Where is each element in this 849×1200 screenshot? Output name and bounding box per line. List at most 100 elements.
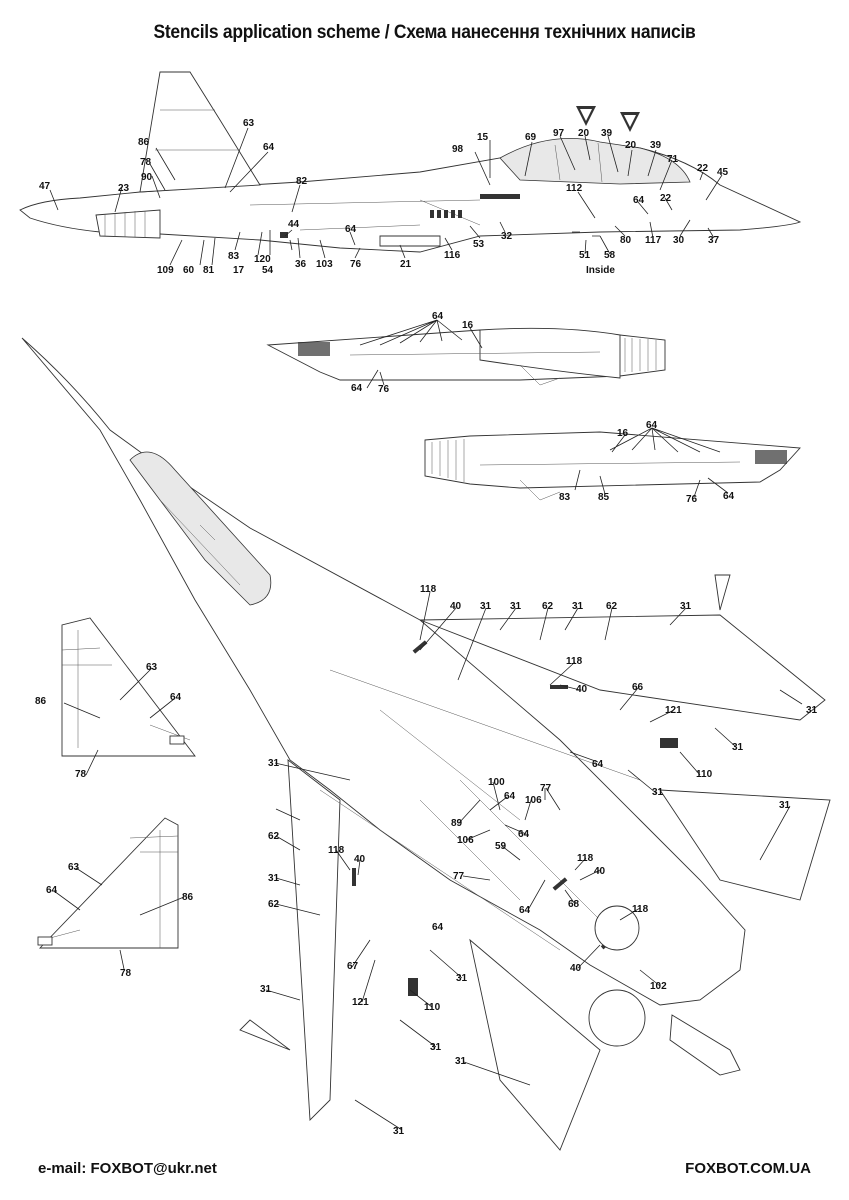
callout-98: 98 [452, 144, 464, 155]
callout-112: 112 [566, 183, 583, 194]
callout-106-a: 106 [525, 795, 542, 806]
callout-31-h: 31 [268, 758, 280, 769]
callout-71: 71 [667, 154, 679, 165]
callout-leader-lines [49, 127, 803, 1131]
callout-30: 30 [673, 235, 685, 246]
callout-16-nacelle-l: 16 [462, 320, 474, 331]
callout-63: 63 [243, 118, 255, 129]
callout-102: 102 [650, 981, 667, 992]
callout-31-k: 31 [456, 973, 468, 984]
callout-20b: 20 [625, 140, 637, 151]
callout-110-a: 110 [696, 769, 713, 780]
callout-63-fin2: 63 [68, 862, 80, 873]
callout-86: 86 [138, 137, 150, 148]
vertical-fin-view-2 [37, 817, 179, 949]
callout-118-c: 118 [328, 845, 345, 856]
callout-16-nacelle-r: 16 [617, 428, 629, 439]
callout-59: 59 [495, 841, 507, 852]
engine-nacelle-right-view [424, 431, 801, 501]
callout-63-fin1: 63 [146, 662, 158, 673]
callout-64-nacelle-l: 64 [432, 311, 444, 322]
callout-31-c: 31 [572, 601, 584, 612]
callout-31-e: 31 [806, 705, 818, 716]
aircraft-plan-view [21, 337, 831, 1151]
callout-64-center-c: 64 [519, 905, 531, 916]
callout-31-d: 31 [680, 601, 692, 612]
page-title: Stencils application scheme / Схема нане… [153, 22, 696, 43]
callout-103: 103 [316, 259, 333, 270]
callout-78-fin2: 78 [120, 968, 132, 979]
inside-note: Inside [586, 265, 615, 276]
callout-17: 17 [233, 265, 245, 276]
callout-81: 81 [203, 265, 215, 276]
callout-118-b: 118 [566, 656, 583, 667]
callout-21: 21 [400, 259, 412, 270]
callout-121-a: 121 [665, 705, 682, 716]
callout-31-o: 31 [779, 800, 791, 811]
callout-15: 15 [477, 132, 489, 143]
callout-labels: 47 23 90 78 86 63 64 82 109 60 81 83 17 … [35, 118, 818, 1137]
callout-36: 36 [295, 259, 307, 270]
callout-77-a: 77 [540, 783, 552, 794]
callout-51: 51 [579, 250, 591, 261]
callout-80: 80 [620, 235, 632, 246]
callout-86-fin1: 86 [35, 696, 47, 707]
footer-email[interactable]: e-mail: FOXBOT@ukr.net [38, 1160, 217, 1177]
callout-62-c: 62 [268, 831, 280, 842]
callout-31-g: 31 [652, 787, 664, 798]
callout-44: 44 [288, 219, 300, 230]
callout-31-m: 31 [455, 1056, 467, 1067]
callout-117: 117 [645, 235, 662, 246]
callout-22b: 22 [660, 193, 672, 204]
callout-67: 67 [347, 961, 359, 972]
callout-47: 47 [39, 181, 51, 192]
callout-89: 89 [451, 818, 463, 829]
callout-76-nacelle-r: 76 [686, 494, 698, 505]
engine-nacelle-left-view [266, 327, 666, 386]
callout-60: 60 [183, 265, 195, 276]
callout-40-e: 40 [570, 963, 582, 974]
callout-31-l: 31 [430, 1042, 442, 1053]
callout-106-b: 106 [457, 835, 474, 846]
callout-120: 120 [254, 254, 271, 265]
callout-78-fin1: 78 [75, 769, 87, 780]
callout-40-a: 40 [450, 601, 462, 612]
callout-64-wing: 64 [592, 759, 604, 770]
callout-37: 37 [708, 235, 720, 246]
callout-86-fin2: 86 [182, 892, 194, 903]
callout-109: 109 [157, 265, 174, 276]
wolf-head-emblem-icon [620, 112, 640, 132]
callout-118-d: 118 [577, 853, 594, 864]
callout-64-fin1: 64 [170, 692, 182, 703]
wolf-head-emblem-icon [576, 106, 596, 126]
callout-118-a: 118 [420, 584, 437, 595]
footer-website[interactable]: FOXBOT.COM.UA [685, 1160, 811, 1177]
callout-64c: 64 [633, 195, 645, 206]
aircraft-side-view [19, 71, 802, 253]
callout-64: 64 [263, 142, 275, 153]
callout-82: 82 [296, 176, 308, 187]
callout-64b: 64 [345, 224, 357, 235]
callout-118-e: 118 [632, 904, 649, 915]
callout-66: 66 [632, 682, 644, 693]
callout-83-nacelle-r: 83 [559, 492, 571, 503]
callout-76: 76 [350, 259, 362, 270]
callout-85-nacelle-r: 85 [598, 492, 610, 503]
callout-40-b: 40 [576, 684, 588, 695]
callout-23: 23 [118, 183, 130, 194]
callout-62-b: 62 [606, 601, 618, 612]
callout-64-fuselage: 64 [432, 922, 444, 933]
callout-100: 100 [488, 777, 505, 788]
callout-31-b: 31 [510, 601, 522, 612]
callout-116: 116 [444, 250, 461, 261]
callout-31-a: 31 [480, 601, 492, 612]
callout-64-nacelle-l2: 64 [351, 383, 363, 394]
callout-45: 45 [717, 167, 729, 178]
callout-77-b: 77 [453, 871, 465, 882]
callout-62-a: 62 [542, 601, 554, 612]
callout-31-f: 31 [732, 742, 744, 753]
callout-69: 69 [525, 132, 537, 143]
callout-64-nacelle-r: 64 [646, 420, 658, 431]
callout-76-nacelle-l: 76 [378, 384, 390, 395]
